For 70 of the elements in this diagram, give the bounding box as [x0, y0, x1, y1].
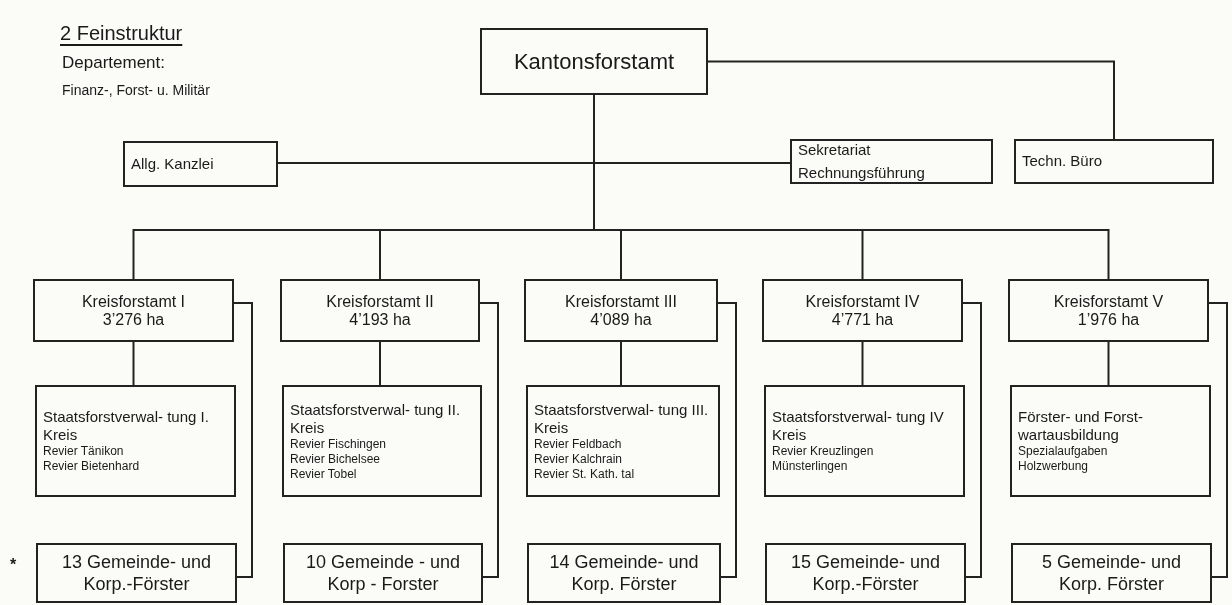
- box-text: Revier Tänikon: [43, 444, 124, 459]
- box-text: Förster- und Forst- wartausbildung: [1018, 408, 1145, 444]
- org-box: [764, 385, 965, 497]
- box-text: Revier St. Kath. tal: [534, 466, 635, 482]
- org-box: [1011, 543, 1212, 603]
- connector-line: [379, 341, 381, 386]
- box-text: 10 Gemeinde - und Korp - Forster: [304, 551, 462, 595]
- department-label: Departement:: [62, 52, 165, 74]
- org-box: [526, 385, 720, 497]
- box-text: Spezialaufgaben: [1018, 444, 1108, 459]
- box-text: Holzwerbung: [1018, 459, 1089, 474]
- org-box: [1014, 139, 1214, 184]
- box-text: Kreisforstamt III: [565, 292, 677, 311]
- connector-line: [620, 341, 622, 386]
- org-box: [765, 543, 966, 603]
- box-text: Techn. Büro: [1022, 151, 1103, 172]
- box-text: 13 Gemeinde- und Korp.-Förster: [60, 551, 213, 595]
- box-text: Revier Kreuzlingen: [772, 444, 874, 459]
- box-text: Kreisforstamt I: [81, 292, 186, 311]
- box-text: Revier Bichelsee: [290, 451, 381, 467]
- org-box: [123, 141, 278, 187]
- org-box: [36, 543, 237, 603]
- box-text: 5 Gemeinde- und Korp. Förster: [1040, 551, 1183, 595]
- box-text: 4’089 ha: [590, 310, 652, 329]
- org-box: [762, 279, 963, 342]
- title: 2 Feinstruktur: [60, 21, 183, 46]
- org-box: [33, 279, 234, 342]
- box-text: Staatsforstverwal- tung IV Kreis: [772, 408, 945, 444]
- org-box: [527, 543, 721, 603]
- box-text: Kreisforstamt V: [1053, 292, 1164, 311]
- box-text: 14 Gemeinde- und Korp. Förster: [548, 551, 700, 595]
- org-box: [282, 385, 482, 497]
- connector-line: [707, 60, 1115, 140]
- box-text: 3’276 ha: [102, 310, 165, 329]
- department-name: Finanz-, Forst- u. Militär: [62, 81, 210, 100]
- box-text: 4’771 ha: [831, 310, 894, 329]
- connector-line: [233, 302, 253, 578]
- footnote-mark: *: [10, 555, 17, 575]
- box-text: Kreisforstamt IV: [805, 292, 920, 311]
- org-box: [280, 279, 480, 342]
- box-text: Kantonsforstamt: [513, 48, 675, 76]
- box-text: Staatsforstverwal- tung I. Kreis: [43, 408, 210, 444]
- org-box: [283, 543, 483, 603]
- org-box: [1010, 385, 1211, 497]
- connector-line: [132, 341, 135, 386]
- box-text: Allg. Kanzlei: [131, 153, 214, 174]
- box-text: Kreisforstamt II: [326, 292, 434, 311]
- box-text: 15 Gemeinde- und Korp.-Förster: [789, 551, 942, 595]
- org-box: [1008, 279, 1209, 342]
- connector-line: [479, 302, 499, 578]
- box-text: Revier Feldbach: [534, 436, 622, 452]
- connector-line: [717, 302, 737, 578]
- box-text: Revier Tobel: [290, 466, 357, 482]
- box-text: Münsterlingen: [772, 459, 848, 474]
- box-text: 4’193 ha: [349, 310, 411, 329]
- box-text: 1’976 ha: [1077, 310, 1140, 329]
- connector-line: [1107, 341, 1110, 386]
- org-box: [480, 28, 708, 95]
- box-text: Revier Bietenhard: [43, 459, 140, 474]
- box-text: Staatsforstverwal- tung III. Kreis: [534, 400, 710, 437]
- org-box: [524, 279, 718, 342]
- connector-line: [962, 302, 982, 578]
- connector-line: [1208, 302, 1228, 578]
- org-box: [790, 139, 993, 184]
- box-text: Revier Kalchrain: [534, 451, 623, 467]
- connector-line: [861, 341, 864, 386]
- box-text: Revier Fischingen: [290, 436, 387, 452]
- box-text: Sekretariat Rechnungsführung: [798, 140, 926, 183]
- org-box: [35, 385, 236, 497]
- box-text: Staatsforstverwal- tung II. Kreis: [290, 400, 462, 437]
